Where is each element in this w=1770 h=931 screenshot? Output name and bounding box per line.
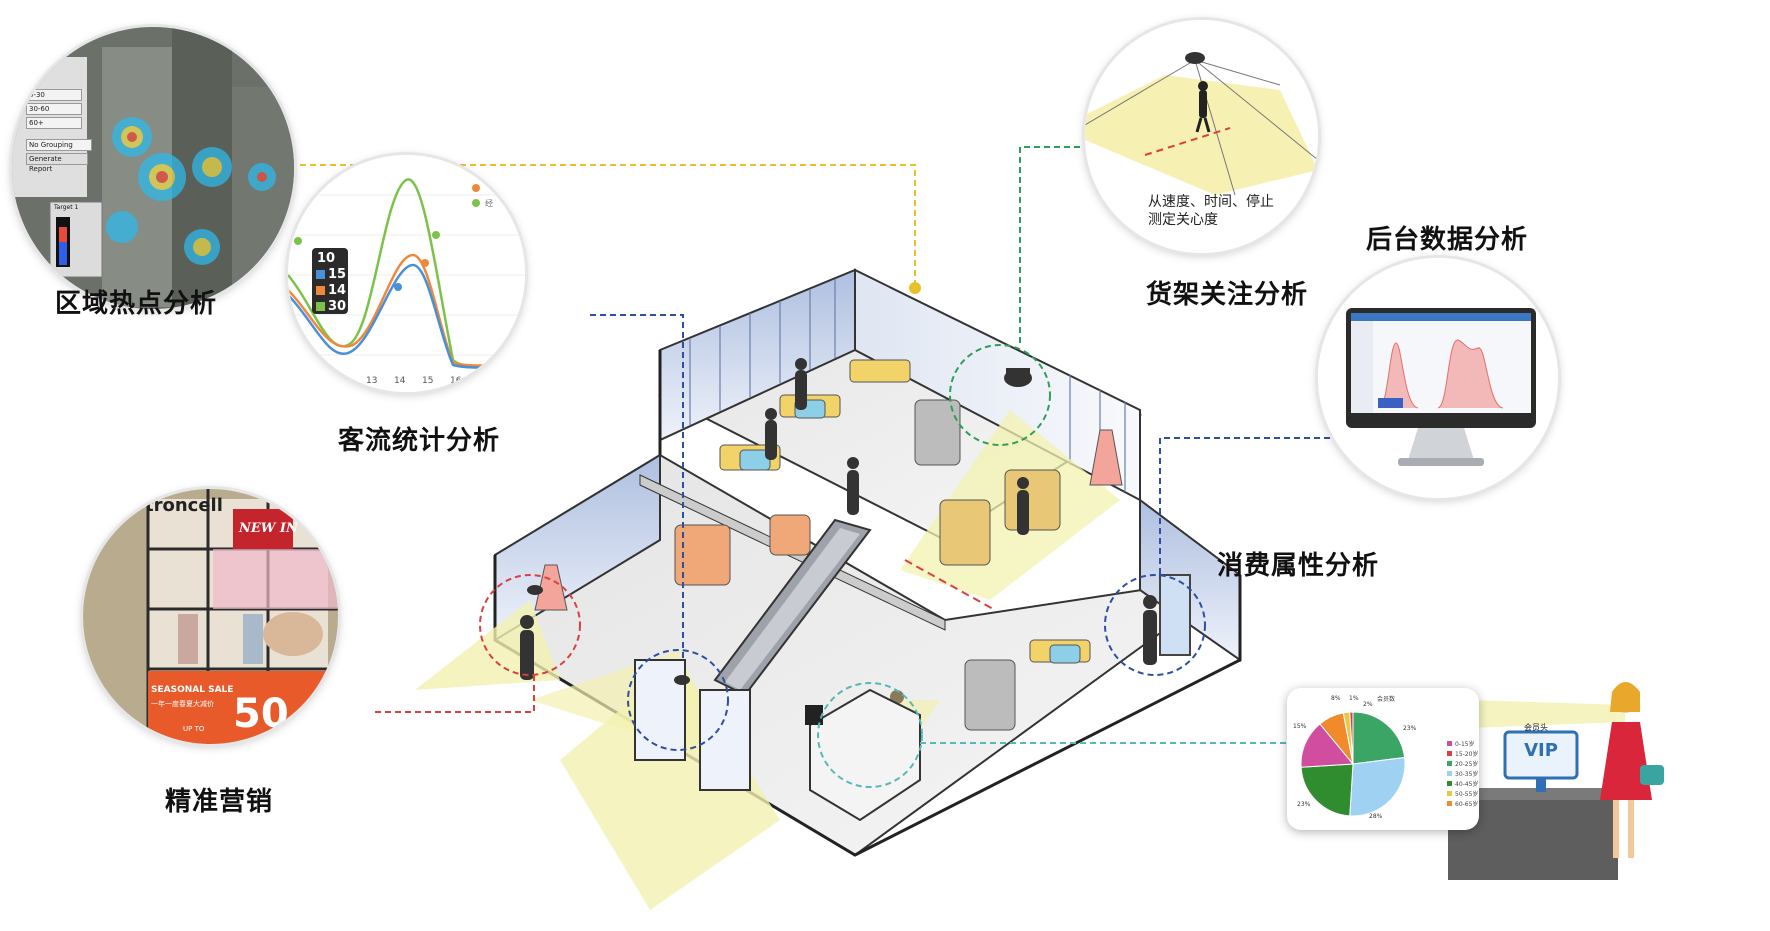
pie-title: 会员数 [1377,696,1396,703]
vip-badge: 会员头 [1524,723,1548,732]
pie-label-0: 8% [1331,695,1341,702]
shelf-note-line1: 从速度、时间、停止 [1148,194,1274,210]
series-blue-line [288,263,525,369]
heatmap-grouping-select[interactable]: No Grouping [26,139,92,151]
generate-report-button[interactable]: Generate Report [26,153,88,173]
pie-label-6: 28% [1369,813,1383,820]
brand-logo-text: troncell [145,495,223,516]
age-pie-chart: 8% 1% 2% 23% 15% 23% 28% [1293,695,1417,820]
x-tick-15: 15 [422,376,433,386]
pie-slice-6 [1349,711,1354,765]
pie-label-2: 2% [1363,701,1373,708]
tooltip-header: 10 [317,251,336,266]
sale-subtitle: 一年一度春夏大减价 [151,700,214,708]
heatmap-filter-0-30[interactable]: 0-30 [26,89,82,101]
vip-label: VIP [1524,740,1558,761]
heatmap-filter-60-plus[interactable]: 60+ [26,117,82,129]
traffic-tooltip: 10 15 14 30 [312,248,348,314]
series-orange-line [288,253,525,367]
new-in-badge: NEW IN [239,521,298,536]
tooltip-item-green: 30 [316,299,348,314]
shelf-circle: 从速度、时间、停止 测定关心度 [1085,20,1318,253]
pie-label-1: 1% [1349,695,1359,702]
label-backend: 后台数据分析 [1366,225,1529,255]
label-shelf: 货架关注分析 [1146,280,1309,310]
sale-percent: 50 [233,691,289,737]
traffic-legend-fragment: 经 [485,199,493,208]
x-tick-14: 14 [394,376,406,386]
pie-label-4: 15% [1293,723,1307,730]
pie-legend-item: 50-55岁 [1447,788,1478,798]
pie-legend-item: 30-35岁 [1447,768,1478,778]
pie-slice-2 [1300,763,1354,817]
pie-slice-0 [1352,711,1406,765]
label-heatmap: 区域热点分析 [55,289,218,319]
x-tick-16: 16 [450,376,462,386]
pie-label-5: 23% [1297,801,1311,808]
x-tick-13: 13 [366,376,377,386]
tooltip-item-orange: 14 [316,283,348,298]
pie-legend-item: 15-20岁 [1447,748,1478,758]
label-traffic: 客流统计分析 [338,426,501,456]
pie-legend-item: 40-45岁 [1447,778,1478,788]
label-consumer: 消费属性分析 [1217,551,1380,581]
marketing-circle: troncell NEW IN SEASONAL SALE 一年一度春夏大减价 … [83,489,338,744]
heatmap-filter-30-60[interactable]: 30-60 [26,103,82,115]
backend-circle [1318,258,1558,498]
up-to-text: UP TO [183,725,205,733]
label-marketing: 精准营销 [165,787,274,817]
tooltip-item-blue: 15 [316,267,348,282]
pie-slice-3 [1300,723,1355,768]
camera-icon [1185,52,1205,64]
shelf-note-line2: 测定关心度 [1148,212,1218,228]
pie-slice-1 [1349,756,1406,817]
seasonal-sale-text: SEASONAL SALE [151,685,234,695]
heatmap-target-label: Target 1 [54,204,79,211]
pie-legend-item: 20-25岁 [1447,758,1478,768]
pie-label-3: 23% [1403,725,1417,732]
heatmap-circle: 0-30 30-60 60+ No Grouping Generate Repo… [12,27,294,309]
pie-legend-item: 0-15岁 [1447,738,1478,748]
pie-legend-item: 60-65岁 [1447,798,1478,808]
